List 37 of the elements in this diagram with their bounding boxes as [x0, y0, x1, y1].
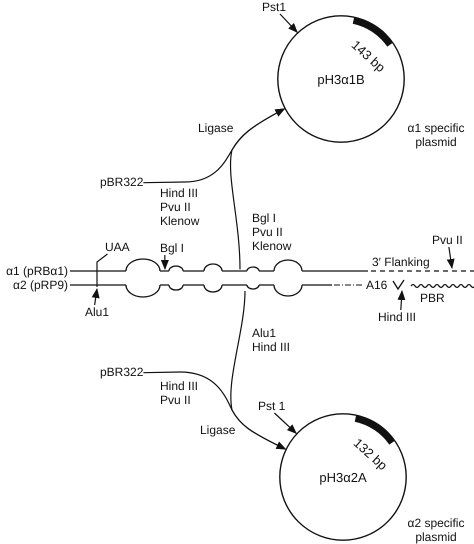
leader-line — [92, 288, 100, 306]
insert-size-label: 143 bp — [348, 38, 388, 75]
site-label: pBR322 — [100, 365, 144, 379]
plasmid-name: pH3α1B — [316, 72, 366, 87]
enzyme-list: Hind III Pvu II — [160, 379, 208, 407]
arrow — [143, 371, 286, 450]
strand-label: α2 (pRP9) — [12, 278, 68, 292]
text-label: 3′ Flanking — [372, 255, 430, 269]
text-label: Ligase — [200, 423, 236, 437]
enzyme-list: Alu1 Hind III — [252, 326, 300, 354]
site-label: Bgl I — [160, 241, 184, 255]
arrow — [230, 108, 286, 270]
insert-size-label: 132 bp — [350, 436, 390, 473]
plasmid-circle — [279, 413, 407, 541]
enzyme-list: Bgl I Pvu II Klenow — [252, 211, 300, 253]
text-label: PBR — [420, 291, 445, 305]
plasmid-caption: α1 specific plasmid — [406, 121, 466, 149]
plasmid-circle — [277, 15, 405, 143]
arrow — [280, 14, 298, 34]
text-label: A16 — [366, 278, 388, 292]
site-label: Alu1 — [85, 305, 110, 319]
site-label: Pst 1 — [258, 399, 286, 413]
leader-line — [160, 255, 169, 270]
leader-line — [96, 254, 108, 287]
strand-label: α1 (pRBα1) — [5, 264, 68, 278]
site-label: Hind III — [378, 310, 416, 324]
site-label: UAA — [105, 240, 130, 254]
text-label: Ligase — [198, 121, 234, 135]
leader-line — [446, 246, 455, 269]
plasmid-name: pH3α2A — [318, 470, 368, 485]
site-label: Pvu II — [432, 233, 463, 247]
site-label: pBR322 — [100, 175, 144, 189]
enzyme-list: Hind III Pvu II Klenow — [160, 186, 208, 228]
plasmid-caption: α2 specific plasmid — [406, 516, 466, 544]
arrow — [274, 412, 297, 434]
leader-line — [397, 290, 406, 310]
site-label: Pst1 — [262, 0, 286, 14]
